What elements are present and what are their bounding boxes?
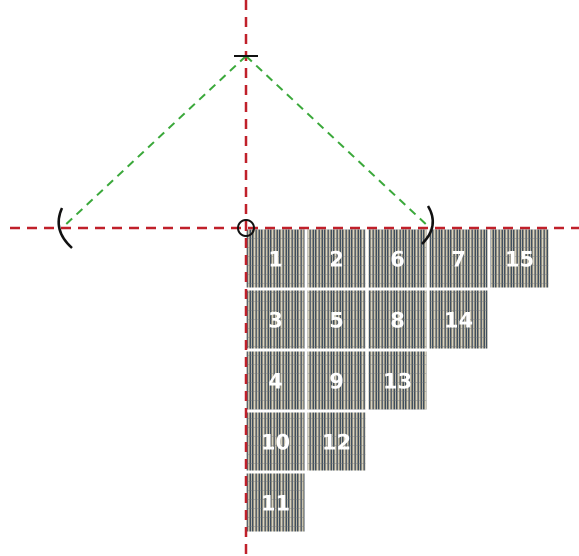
tile-face	[245, 472, 306, 533]
tile-face	[489, 228, 550, 289]
tile-face	[245, 411, 306, 472]
tile-15: 15	[489, 228, 550, 289]
right-arc-mark	[421, 205, 435, 245]
tile-label: 14	[444, 309, 473, 333]
tile-face	[428, 228, 489, 289]
construction-line-right	[245, 55, 431, 229]
tile-13: 13	[367, 350, 428, 411]
tile-11: 11	[245, 472, 306, 533]
tile-label: 15	[505, 248, 534, 272]
tile-label: 13	[383, 370, 412, 394]
tile-label: 11	[261, 492, 290, 516]
tile-6: 6	[367, 228, 428, 289]
tile-face	[306, 228, 367, 289]
tile-label: 10	[261, 431, 290, 455]
tile-label: 8	[390, 309, 405, 333]
tile-face	[367, 289, 428, 350]
tile-4: 4	[245, 350, 306, 411]
tile-face	[367, 350, 428, 411]
left-arc-mark	[57, 207, 73, 249]
tile-9: 9	[306, 350, 367, 411]
tile-label: 9	[329, 370, 344, 394]
tile-label: 3	[268, 309, 283, 333]
tile-face	[428, 289, 489, 350]
tile-label: 7	[451, 248, 466, 272]
origin-circle-mark	[237, 219, 255, 237]
construction-line-left	[61, 55, 247, 229]
tile-label: 12	[322, 431, 351, 455]
tile-face	[367, 228, 428, 289]
tile-label: 2	[329, 248, 344, 272]
tile-8: 8	[367, 289, 428, 350]
tile-face	[306, 289, 367, 350]
tile-label: 1	[268, 248, 283, 272]
tile-7: 7	[428, 228, 489, 289]
tile-14: 14	[428, 289, 489, 350]
tile-1: 1	[245, 228, 306, 289]
tile-label: 6	[390, 248, 405, 272]
tile-face	[245, 350, 306, 411]
tile-3: 3	[245, 289, 306, 350]
tile-label: 5	[329, 309, 344, 333]
tile-5: 5	[306, 289, 367, 350]
tile-2: 2	[306, 228, 367, 289]
tile-12: 12	[306, 411, 367, 472]
tile-face	[245, 289, 306, 350]
tile-face	[245, 228, 306, 289]
tile-10: 10	[245, 411, 306, 472]
tile-label: 4	[268, 370, 283, 394]
tile-face	[306, 350, 367, 411]
tile-face	[306, 411, 367, 472]
